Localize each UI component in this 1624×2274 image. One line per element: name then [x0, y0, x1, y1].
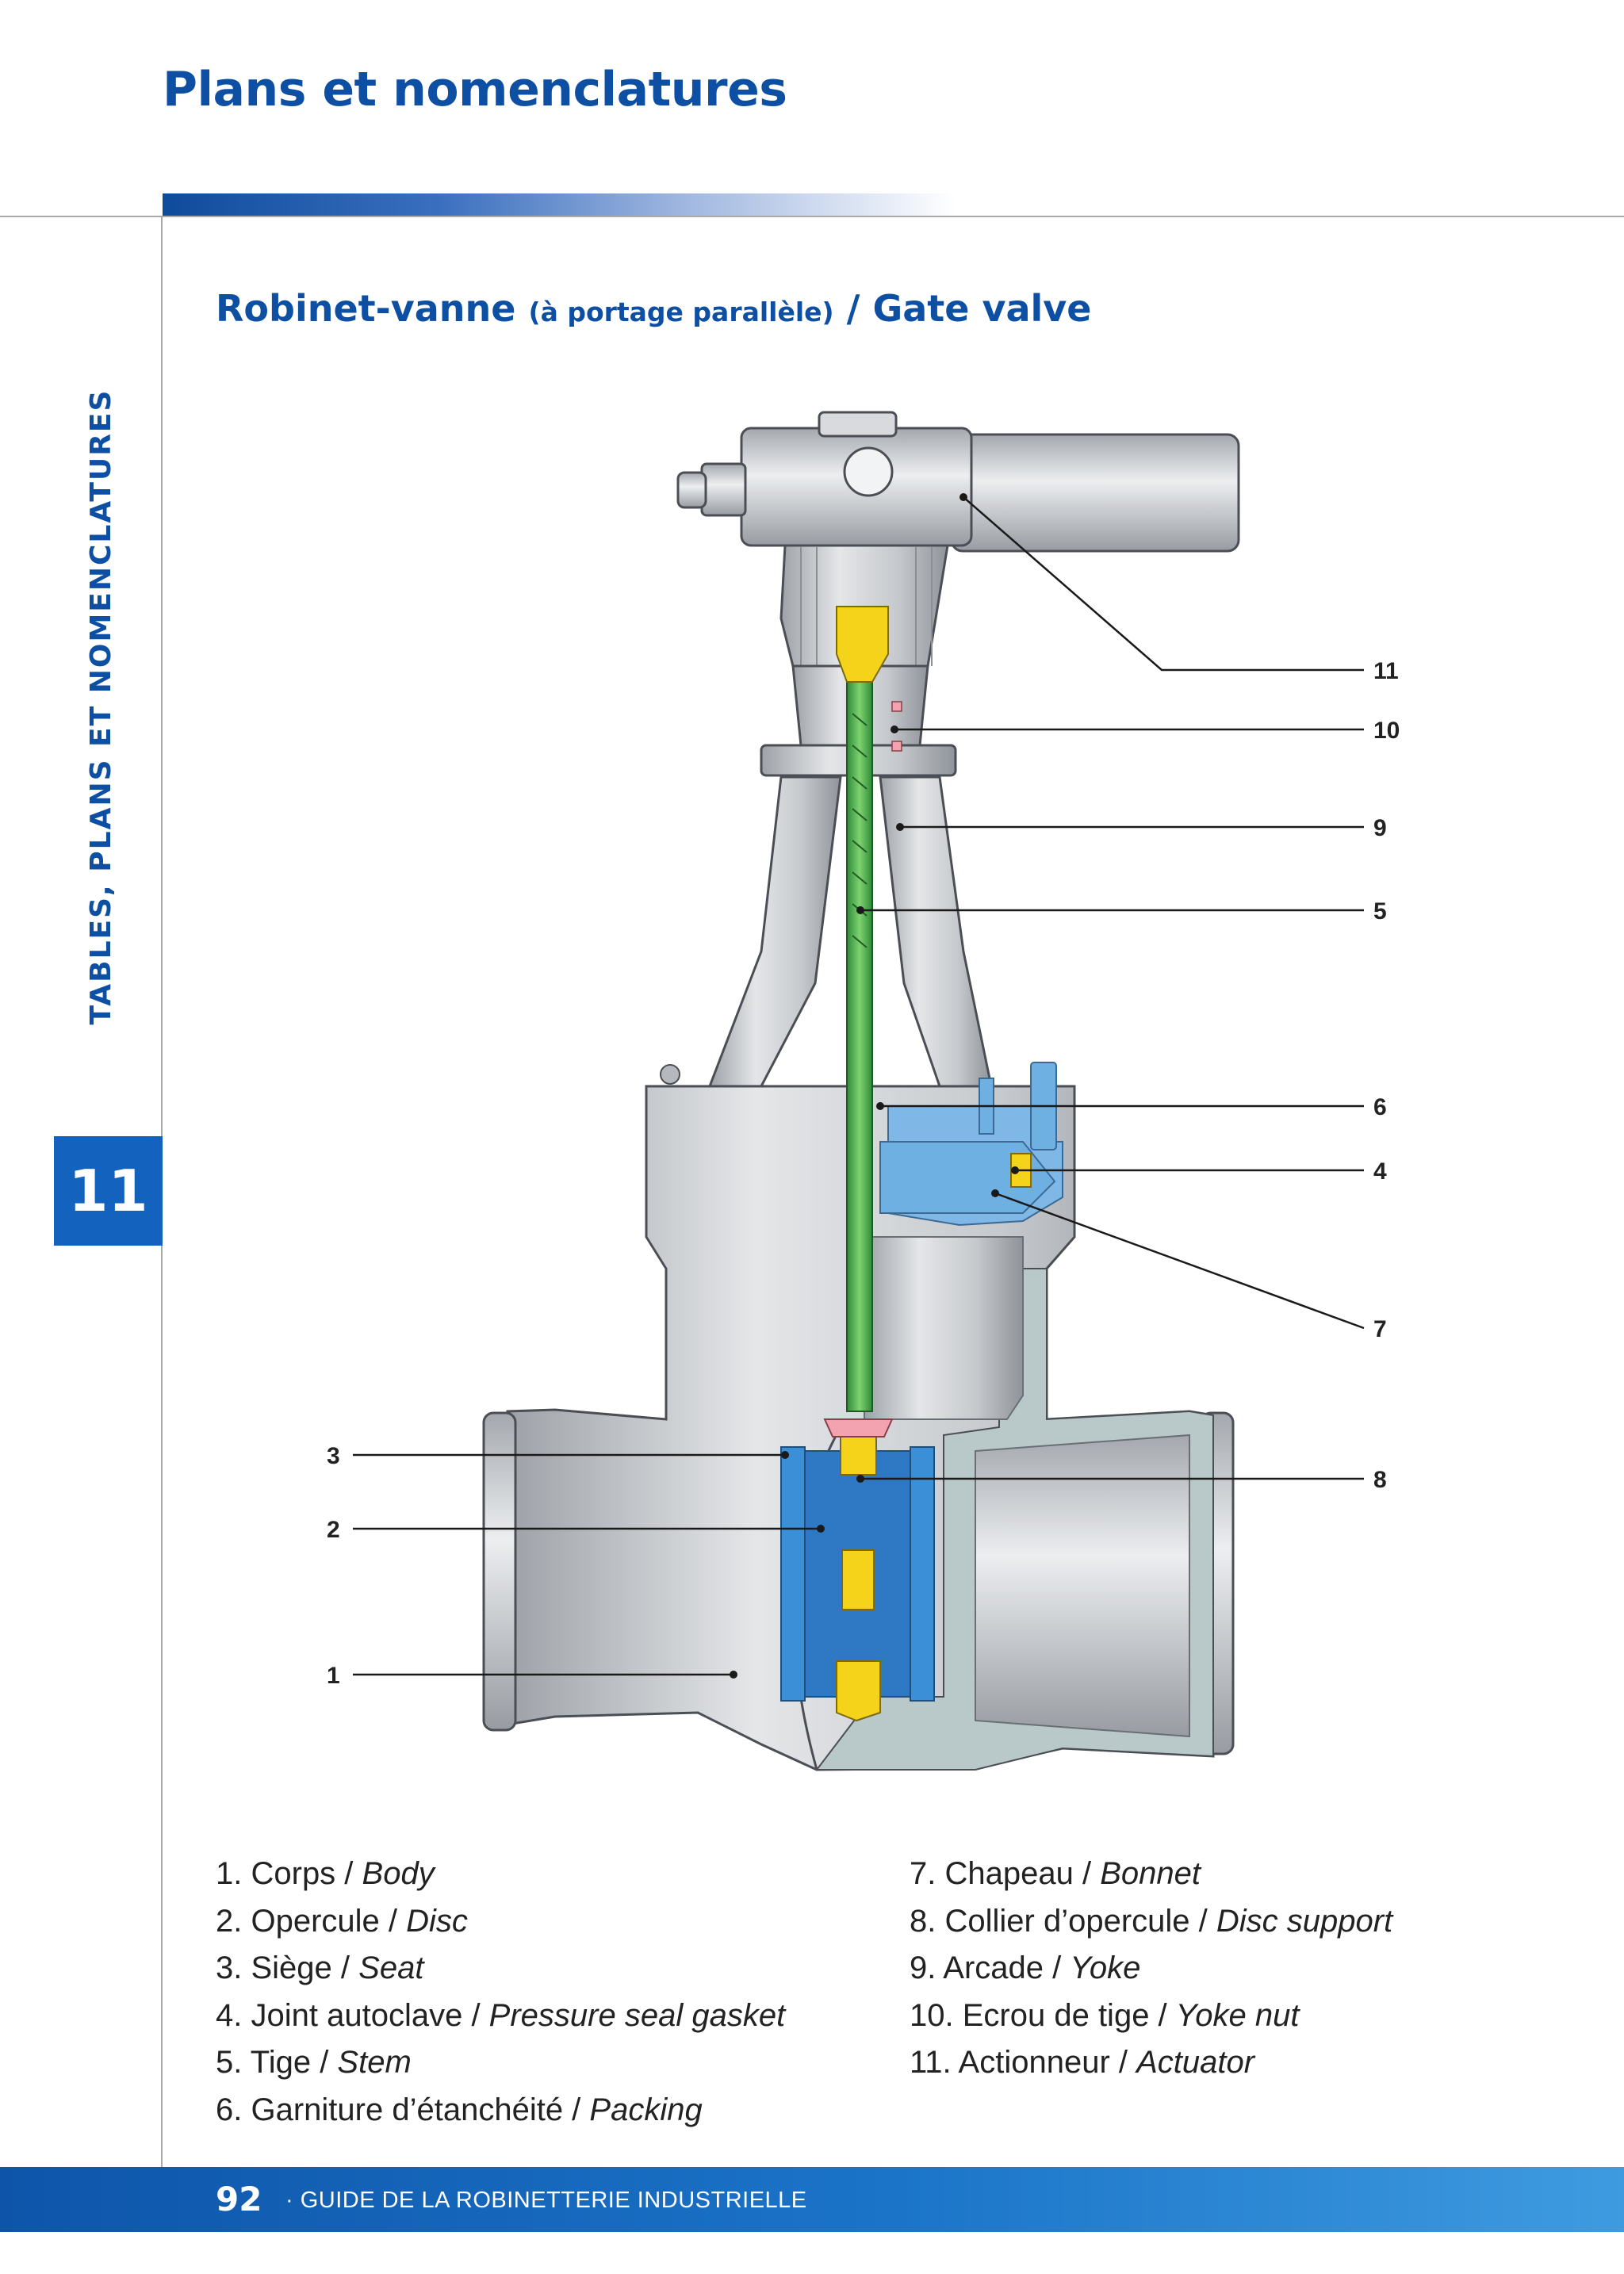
- disc-assembly: [780, 1418, 935, 1722]
- callout-label-4: 4: [1373, 1158, 1387, 1185]
- callout-leaders: [353, 496, 1365, 1676]
- callout-label-2: 2: [327, 1517, 340, 1543]
- legend-item: 1. Corps / Body: [216, 1856, 435, 1891]
- footer-bar: [0, 2167, 1624, 2232]
- section-title-main: Robinet-vanne: [216, 287, 516, 330]
- legend-left-column: 1. Corps / Body 2. Opercule / Disc 3. Si…: [216, 1851, 785, 2134]
- sidebar-chapter-label: TABLES, PLANS ET NOMENCLATURES: [85, 389, 117, 1025]
- section-title-sub: (à portage parallèle): [528, 297, 834, 327]
- chapter-number-badge: 11: [54, 1136, 163, 1246]
- yoke-nut: [836, 606, 902, 752]
- legend-item: 4. Joint autoclave / Pressure seal gaske…: [216, 1997, 786, 2033]
- stem: [846, 681, 873, 1412]
- legend-item: 8. Collier d’opercule / Disc support: [910, 1903, 1393, 1939]
- bonnet: [879, 1062, 1063, 1227]
- callout-label-6: 6: [1373, 1094, 1387, 1120]
- callout-label-3: 3: [327, 1443, 340, 1469]
- section-title: Robinet-vanne (à portage parallèle) / Ga…: [216, 287, 1091, 330]
- legend-item: 2. Opercule / Disc: [216, 1903, 468, 1939]
- section-title-english: Gate valve: [872, 287, 1092, 330]
- legend-item: 9. Arcade / Yoke: [910, 1951, 1141, 1985]
- page-number: 92: [216, 2180, 262, 2218]
- frame-top-rule: [0, 216, 1624, 217]
- footer-title-text: GUIDE DE LA ROBINETTERIE INDUSTRIELLE: [300, 2188, 807, 2213]
- gate-valve-diagram: 11 10 9 5 6 4 7 8 3 2 1: [327, 411, 1400, 1771]
- legend-item: 5. Tige / Stem: [216, 2045, 412, 2080]
- callout-label-9: 9: [1373, 815, 1387, 841]
- section-title-separator: /: [833, 287, 873, 330]
- callout-label-10: 10: [1373, 718, 1400, 744]
- legend-right-column: 7. Chapeau / Bonnet 8. Collier d’opercul…: [910, 1851, 1392, 2087]
- legend-item: 10. Ecrou de tige / Yoke nut: [910, 1997, 1300, 2033]
- callout-label-7: 7: [1373, 1316, 1387, 1342]
- callout-label-11: 11: [1373, 658, 1399, 684]
- title-band: [163, 193, 956, 217]
- callout-dots: [730, 493, 1019, 1679]
- page-title: Plans et nomenclatures: [163, 62, 787, 117]
- footer-title: · GUIDE DE LA ROBINETTERIE INDUSTRIELLE: [285, 2188, 807, 2213]
- callout-label-1: 1: [327, 1663, 340, 1689]
- legend-item: 3. Siège / Seat: [216, 1951, 424, 1985]
- legend-item: 7. Chapeau / Bonnet: [910, 1856, 1201, 1891]
- callout-label-5: 5: [1373, 898, 1387, 925]
- actuator: [676, 411, 1240, 668]
- legend-item: 6. Garniture d’étanchéité / Packing: [216, 2092, 703, 2127]
- legend-item: 11. Actionneur / Actuator: [910, 2045, 1255, 2080]
- callout-label-8: 8: [1373, 1467, 1387, 1493]
